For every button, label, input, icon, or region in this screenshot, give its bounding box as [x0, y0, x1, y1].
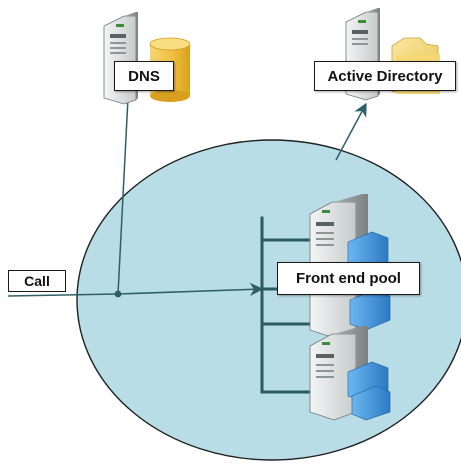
call-label: Call	[8, 270, 66, 292]
front-end-pool-area	[76, 139, 461, 461]
front-end-pool-label: Front end pool	[277, 262, 420, 295]
dns-connector-line	[117, 97, 129, 295]
call-connector-line	[7, 293, 119, 297]
pool-to-ad-arrow	[335, 102, 367, 161]
junction-dot	[114, 290, 122, 298]
active-directory-label: Active Directory	[314, 61, 456, 91]
call-to-pool-arrow	[117, 282, 264, 297]
dns-label: DNS	[114, 61, 174, 91]
storage-icon	[347, 361, 391, 421]
pool-server-icon	[309, 326, 391, 421]
